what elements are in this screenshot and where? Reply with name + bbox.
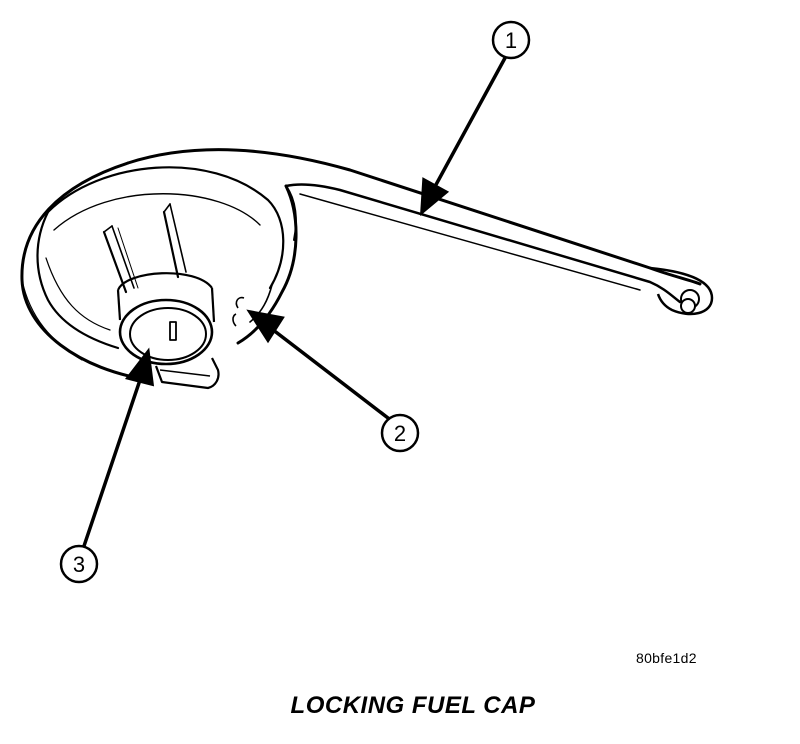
callout-1-number: 1: [505, 28, 517, 53]
callout-1: 1: [491, 20, 531, 60]
keyway-slot: [169, 321, 177, 341]
callout-2: 2: [380, 413, 420, 453]
callout-3-number: 3: [73, 552, 85, 577]
figure-caption: LOCKING FUEL CAP: [290, 692, 536, 719]
leader-arrows: [82, 56, 507, 548]
leader-arrow-3: [82, 378, 142, 548]
callout-3: 3: [59, 544, 99, 584]
leader-arrow-2: [266, 324, 390, 420]
tether-end-loop: [649, 266, 714, 316]
arrowhead-3: [124, 347, 155, 387]
arrowhead-2: [246, 309, 285, 344]
cap-handle: [102, 203, 187, 294]
cap-body: [20, 161, 298, 382]
leader-arrow-1: [430, 56, 507, 194]
figure-code: 80bfe1d2: [636, 650, 697, 666]
lock-cylinder: [116, 272, 220, 390]
vent-feature: [232, 296, 245, 327]
callout-2-number: 2: [394, 421, 406, 446]
arrowhead-1: [420, 177, 450, 216]
